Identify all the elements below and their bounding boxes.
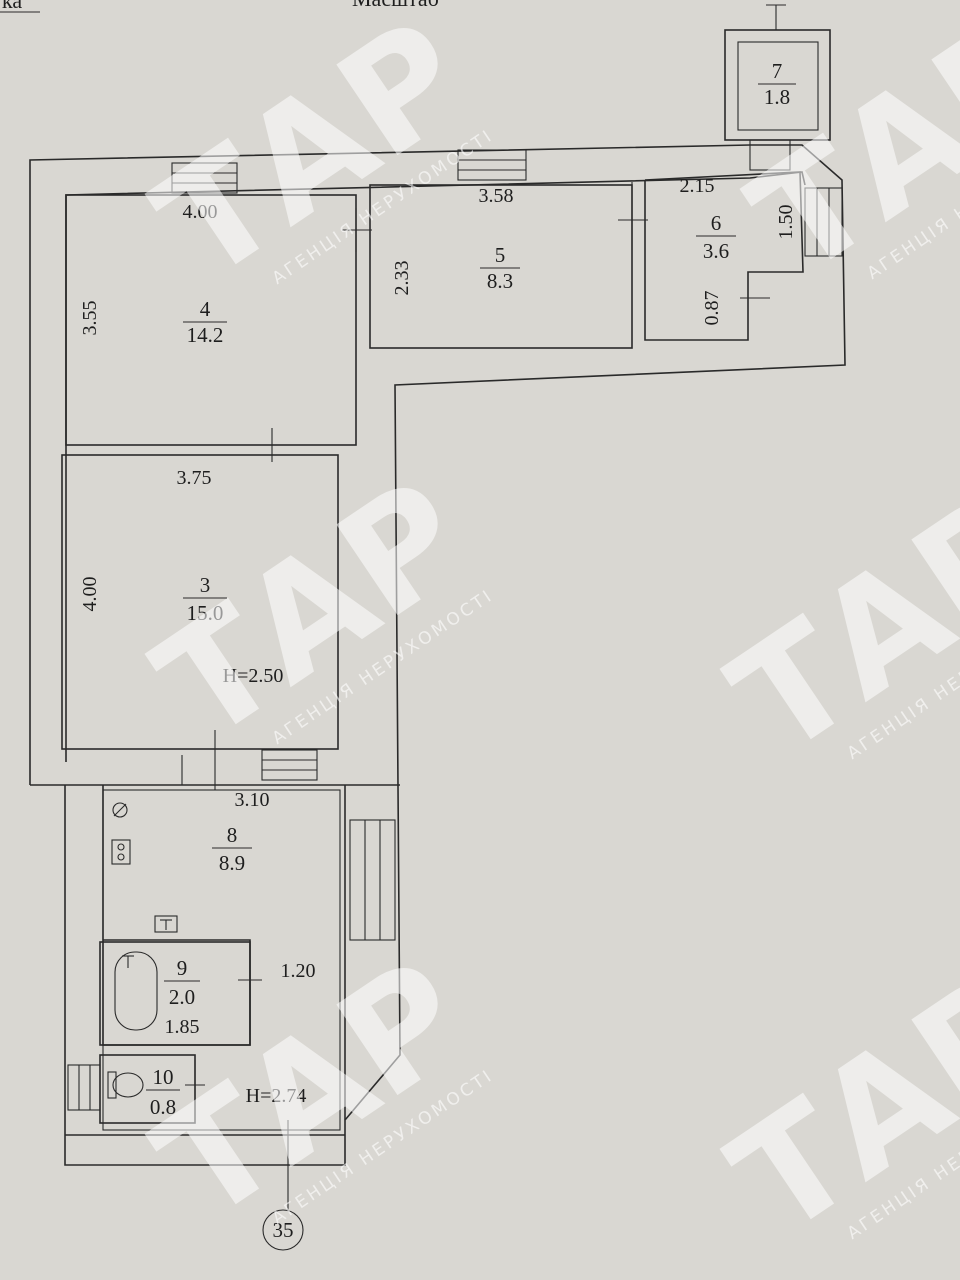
bathtub-icon [114, 951, 158, 1031]
dim-room9-height: 1.20 [281, 960, 316, 982]
dim-room4-height: 3.55 [79, 301, 101, 336]
room-label-6: 6 3.6 [696, 211, 736, 263]
tap-icon [154, 915, 178, 933]
room-label-10: 10 0.8 [146, 1065, 180, 1119]
dim-room6-width: 2.15 [680, 175, 715, 197]
room-3-area: 15.0 [187, 601, 224, 625]
room-label-3: 3 15.0 [183, 573, 227, 625]
dim-room4-width: 4.00 [183, 201, 218, 223]
room-7-number: 7 [772, 59, 783, 83]
door-marks [181, 182, 770, 1120]
room-label-8: 8 8.9 [212, 823, 252, 875]
room-6-number: 6 [711, 211, 722, 235]
room-7-walls [724, 4, 831, 141]
room-8-inner [102, 789, 341, 1131]
room-8-area: 8.9 [219, 851, 245, 875]
room-10-number: 10 [153, 1065, 174, 1089]
header-left-text: ка [2, 0, 22, 13]
room-6-outline [644, 171, 804, 341]
windows [67, 139, 843, 1111]
room-6-area: 3.6 [703, 239, 729, 263]
room-3-outline [61, 454, 339, 750]
room-4-number: 4 [200, 297, 211, 321]
room-4-area: 14.2 [187, 323, 224, 347]
ceiling-height-main: H=2.50 [223, 665, 284, 687]
toilet-icon [107, 1071, 144, 1099]
building-number: 35 [273, 1218, 294, 1242]
stove-icon [111, 839, 131, 865]
watermark-4: ТАР АГЕНЦІЯ НЕРУХОМОСТІ [723, 0, 960, 310]
room-5-outline [369, 184, 633, 349]
room-9-number: 9 [177, 956, 188, 980]
room-label-9: 9 2.0 [164, 956, 200, 1009]
dim-room5-width: 3.58 [479, 185, 514, 207]
dim-room6-height: 1.50 [775, 205, 797, 240]
room-label-4: 4 14.2 [183, 297, 227, 347]
ceiling-height-service: H=2.74 [246, 1085, 307, 1107]
room-8-number: 8 [227, 823, 238, 847]
axis-marker: 35 [262, 1120, 304, 1251]
room-5-number: 5 [495, 243, 506, 267]
dim-room3-height: 4.00 [79, 577, 101, 612]
dim-room5-height: 2.33 [391, 261, 413, 296]
room-7-area: 1.8 [764, 85, 790, 109]
room-10-area: 0.8 [150, 1095, 176, 1119]
dim-room9-width: 1.85 [165, 1016, 200, 1038]
dim-room8-width: 3.10 [235, 789, 270, 811]
room-4-outline [65, 194, 357, 446]
room-9-area: 2.0 [169, 985, 195, 1009]
room-5-area: 8.3 [487, 269, 513, 293]
header-center-text: Масштаб [352, 0, 439, 11]
dim-room3-width: 3.75 [177, 467, 212, 489]
dim-room6-step: 0.87 [701, 291, 723, 326]
sink-icon [112, 802, 128, 818]
room-3-number: 3 [200, 573, 211, 597]
room-label-5: 5 8.3 [480, 243, 520, 293]
room-label-7: 7 1.8 [758, 59, 796, 109]
